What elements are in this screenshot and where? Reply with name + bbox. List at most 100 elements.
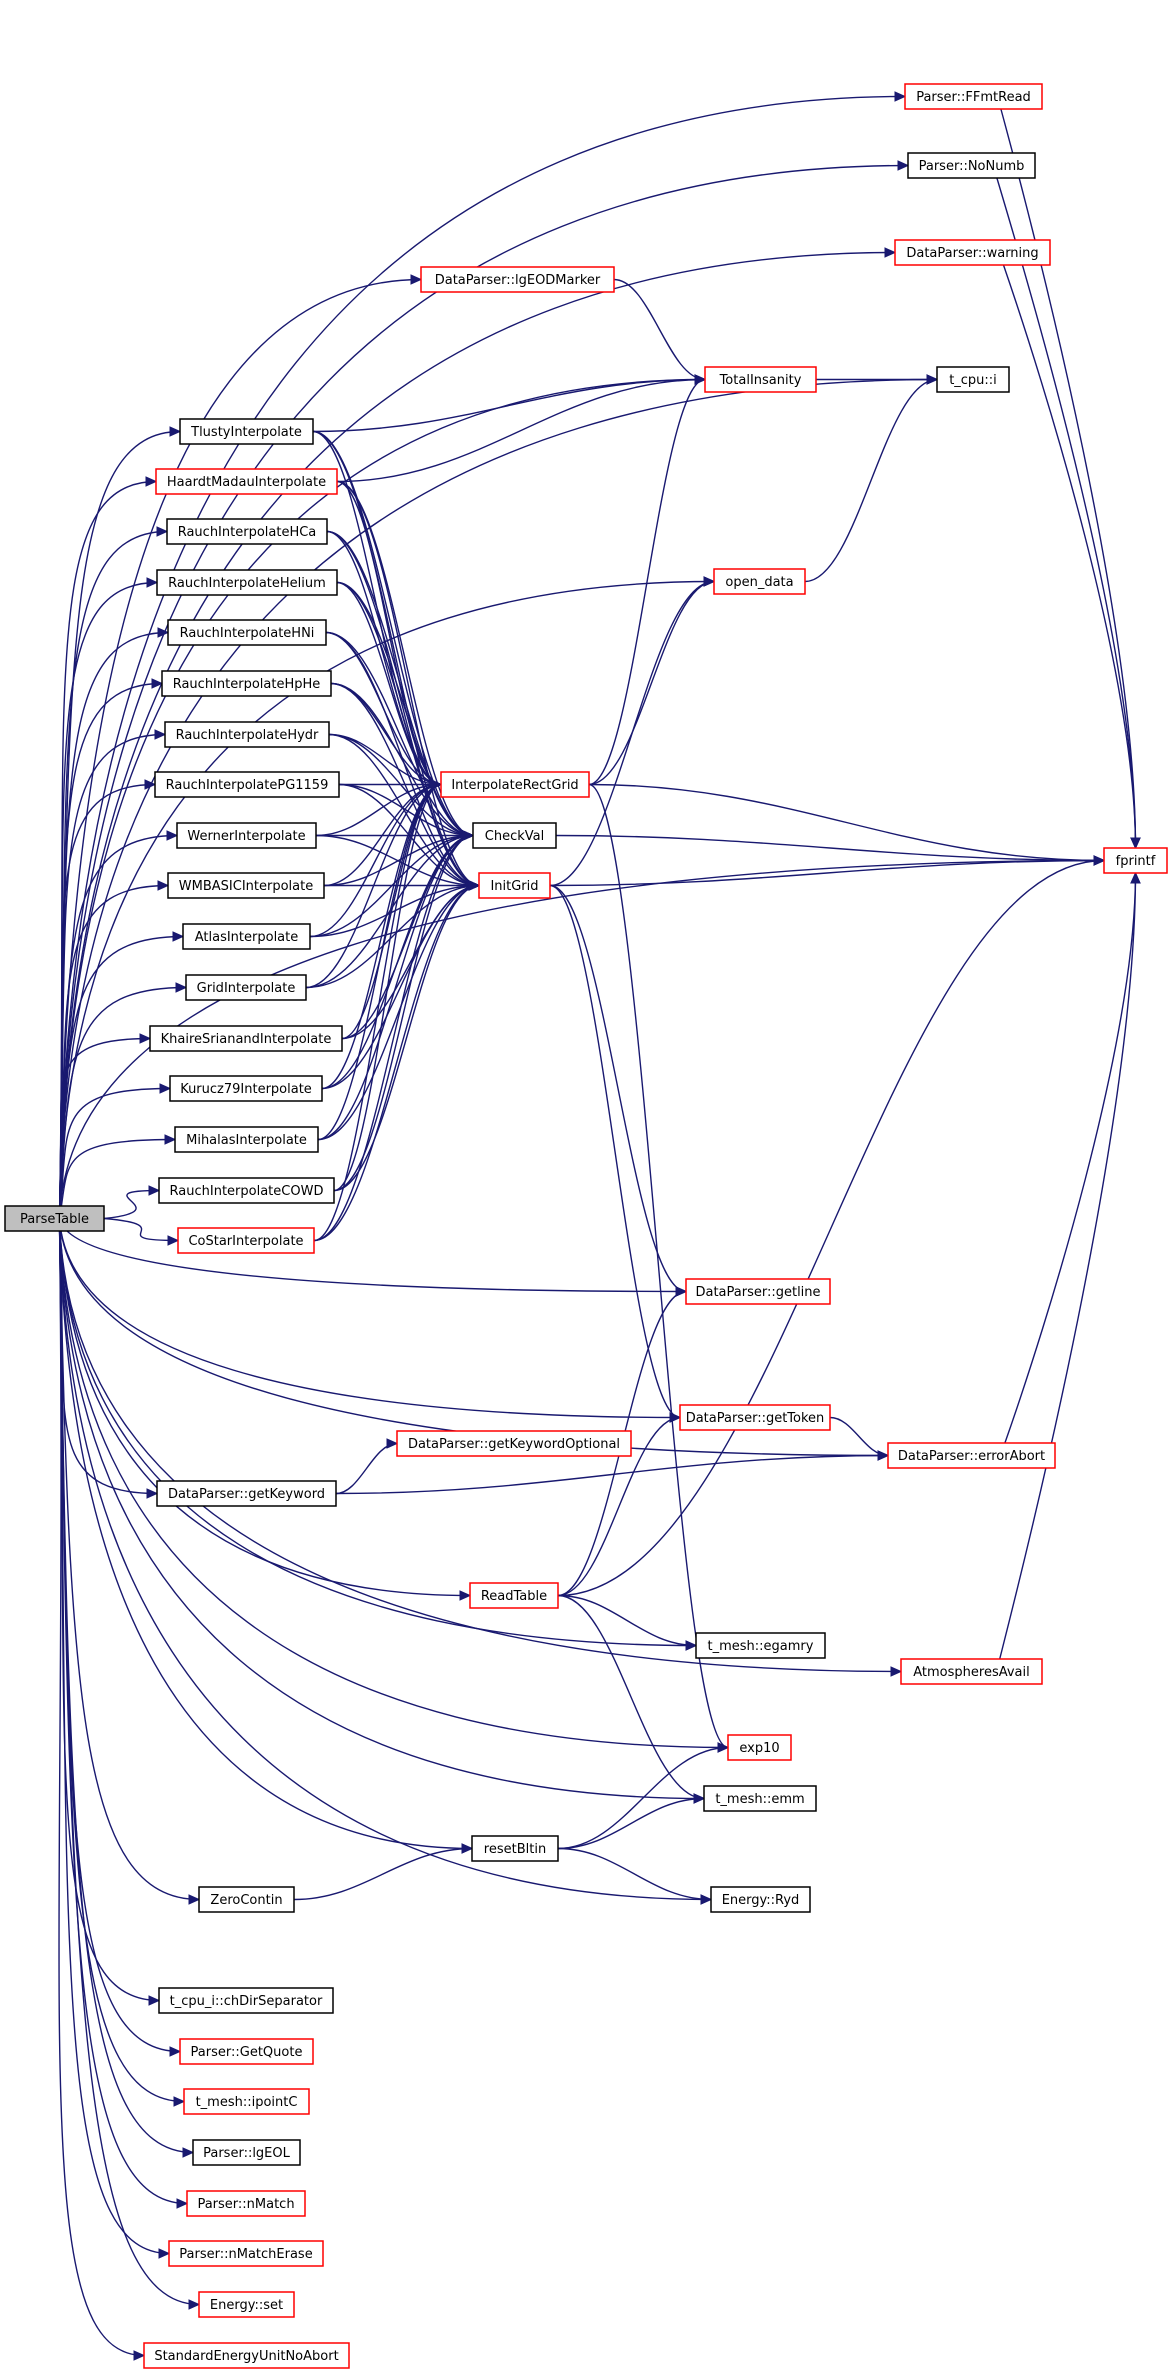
node-rauchinterpolatehca[interactable]: RauchInterpolateHCa — [166, 518, 328, 545]
node-box[interactable] — [4, 1205, 105, 1232]
node-box[interactable] — [703, 1785, 817, 1812]
node-box[interactable] — [907, 152, 1036, 179]
node-rauchinterpolatehelium[interactable]: RauchInterpolateHelium — [156, 569, 338, 596]
node-kurucz79interpolate[interactable]: Kurucz79Interpolate — [169, 1075, 323, 1102]
node-box[interactable] — [695, 1632, 826, 1659]
node-box[interactable] — [471, 1835, 559, 1862]
node-wernerinterpolate[interactable]: WernerInterpolate — [176, 822, 317, 849]
node-box[interactable] — [149, 1025, 343, 1052]
node-wmbasicinterpolate[interactable]: WMBASICInterpolate — [167, 872, 325, 899]
node-parser-nmatch[interactable]: Parser::nMatch — [186, 2190, 306, 2217]
node-box[interactable] — [713, 568, 806, 595]
node-parser-lgeol[interactable]: Parser::lgEOL — [192, 2139, 301, 2166]
node-box[interactable] — [679, 1404, 831, 1431]
node-tlustyinterpolate[interactable]: TlustyInterpolate — [179, 418, 314, 445]
node-t-cpu-i-chdirseparator[interactable]: t_cpu_i::chDirSeparator — [158, 1987, 334, 2014]
node-rauchinterpolatehni[interactable]: RauchInterpolateHNi — [167, 619, 327, 646]
node-readtable[interactable]: ReadTable — [469, 1582, 559, 1609]
node-box[interactable] — [158, 1177, 335, 1204]
node-gridinterpolate[interactable]: GridInterpolate — [185, 974, 307, 1001]
node-box[interactable] — [710, 1886, 811, 1913]
node-standardenergyunitnoabort[interactable]: StandardEnergyUnitNoAbort — [143, 2342, 350, 2369]
node-energy-ryd[interactable]: Energy::Ryd — [710, 1886, 811, 1913]
node-box[interactable] — [164, 721, 330, 748]
node-rauchinterpolatecowd[interactable]: RauchInterpolateCOWD — [158, 1177, 335, 1204]
node-box[interactable] — [156, 1480, 337, 1507]
node-open-data[interactable]: open_data — [713, 568, 806, 595]
node-box[interactable] — [176, 822, 317, 849]
node-box[interactable] — [167, 872, 325, 899]
node-atmospheresavail[interactable]: AtmospheresAvail — [900, 1658, 1043, 1685]
node-fprintf[interactable]: fprintf — [1103, 847, 1168, 874]
node-box[interactable] — [685, 1278, 831, 1305]
node-box[interactable] — [168, 2240, 324, 2267]
node-rauchinterpolatehydr[interactable]: RauchInterpolateHydr — [164, 721, 330, 748]
node-box[interactable] — [156, 569, 338, 596]
node-parser-ffmtread[interactable]: Parser::FFmtRead — [904, 83, 1043, 110]
node-mihalasinterpolate[interactable]: MihalasInterpolate — [174, 1126, 319, 1153]
node-box[interactable] — [192, 2139, 301, 2166]
node-parser-nonumb[interactable]: Parser::NoNumb — [907, 152, 1036, 179]
node-box[interactable] — [1103, 847, 1168, 874]
node-dataparser-lgeodmarker[interactable]: DataParser::lgEODMarker — [420, 266, 615, 293]
node-box[interactable] — [936, 366, 1010, 393]
node-box[interactable] — [169, 1075, 323, 1102]
node-parser-getquote[interactable]: Parser::GetQuote — [179, 2038, 314, 2065]
node-box[interactable] — [177, 1227, 315, 1254]
node-dataparser-warning[interactable]: DataParser::warning — [894, 239, 1051, 266]
node-box[interactable] — [469, 1582, 559, 1609]
node-totalinsanity[interactable]: TotalInsanity — [704, 366, 817, 393]
node-box[interactable] — [420, 266, 615, 293]
node-box[interactable] — [185, 974, 307, 1001]
node-box[interactable] — [887, 1442, 1056, 1469]
node-dataparser-getkeywordoptional[interactable]: DataParser::getKeywordOptional — [396, 1430, 632, 1457]
node-box[interactable] — [143, 2342, 350, 2369]
node-dataparser-getkeyword[interactable]: DataParser::getKeyword — [156, 1480, 337, 1507]
node-dataparser-getline[interactable]: DataParser::getline — [685, 1278, 831, 1305]
node-box[interactable] — [179, 418, 314, 445]
node-box[interactable] — [704, 366, 817, 393]
node-box[interactable] — [155, 468, 338, 495]
node-box[interactable] — [727, 1734, 792, 1761]
node-parsetable[interactable]: ParseTable — [4, 1205, 105, 1232]
node-box[interactable] — [396, 1430, 632, 1457]
node-box[interactable] — [186, 2190, 306, 2217]
node-box[interactable] — [894, 239, 1051, 266]
node-box[interactable] — [183, 2088, 310, 2115]
node-t-mesh-ipointc[interactable]: t_mesh::ipointC — [183, 2088, 310, 2115]
node-box[interactable] — [904, 83, 1043, 110]
node-exp10[interactable]: exp10 — [727, 1734, 792, 1761]
node-box[interactable] — [478, 872, 551, 899]
node-box[interactable] — [167, 619, 327, 646]
node-khairesrianandinterpolate[interactable]: KhaireSrianandInterpolate — [149, 1025, 343, 1052]
node-energy-set[interactable]: Energy::set — [198, 2291, 295, 2318]
node-box[interactable] — [182, 923, 311, 950]
node-box[interactable] — [472, 822, 557, 849]
node-box[interactable] — [161, 670, 332, 697]
node-box[interactable] — [154, 771, 340, 798]
node-box[interactable] — [198, 2291, 295, 2318]
node-box[interactable] — [900, 1658, 1043, 1685]
node-rauchinterpolatepg1159[interactable]: RauchInterpolatePG1159 — [154, 771, 340, 798]
node-box[interactable] — [166, 518, 328, 545]
node-box[interactable] — [440, 771, 590, 798]
node-initgrid[interactable]: InitGrid — [478, 872, 551, 899]
node-resetbltin[interactable]: resetBltin — [471, 1835, 559, 1862]
node-box[interactable] — [198, 1886, 295, 1913]
node-costarinterpolate[interactable]: CoStarInterpolate — [177, 1227, 315, 1254]
node-dataparser-errorabort[interactable]: DataParser::errorAbort — [887, 1442, 1056, 1469]
node-t-mesh-emm[interactable]: t_mesh::emm — [703, 1785, 817, 1812]
node-checkval[interactable]: CheckVal — [472, 822, 557, 849]
node-box[interactable] — [158, 1987, 334, 2014]
node-dataparser-gettoken[interactable]: DataParser::getToken — [679, 1404, 831, 1431]
node-box[interactable] — [174, 1126, 319, 1153]
node-rauchinterpolatehphe[interactable]: RauchInterpolateHpHe — [161, 670, 332, 697]
node-t-mesh-egamry[interactable]: t_mesh::egamry — [695, 1632, 826, 1659]
node-haardtmadauinterpolate[interactable]: HaardtMadauInterpolate — [155, 468, 338, 495]
node-interpolaterectgrid[interactable]: InterpolateRectGrid — [440, 771, 590, 798]
node-box[interactable] — [179, 2038, 314, 2065]
node-zerocontin[interactable]: ZeroContin — [198, 1886, 295, 1913]
node-atlasinterpolate[interactable]: AtlasInterpolate — [182, 923, 311, 950]
node-t-cpu-i[interactable]: t_cpu::i — [936, 366, 1010, 393]
node-parser-nmatcherase[interactable]: Parser::nMatchErase — [168, 2240, 324, 2267]
